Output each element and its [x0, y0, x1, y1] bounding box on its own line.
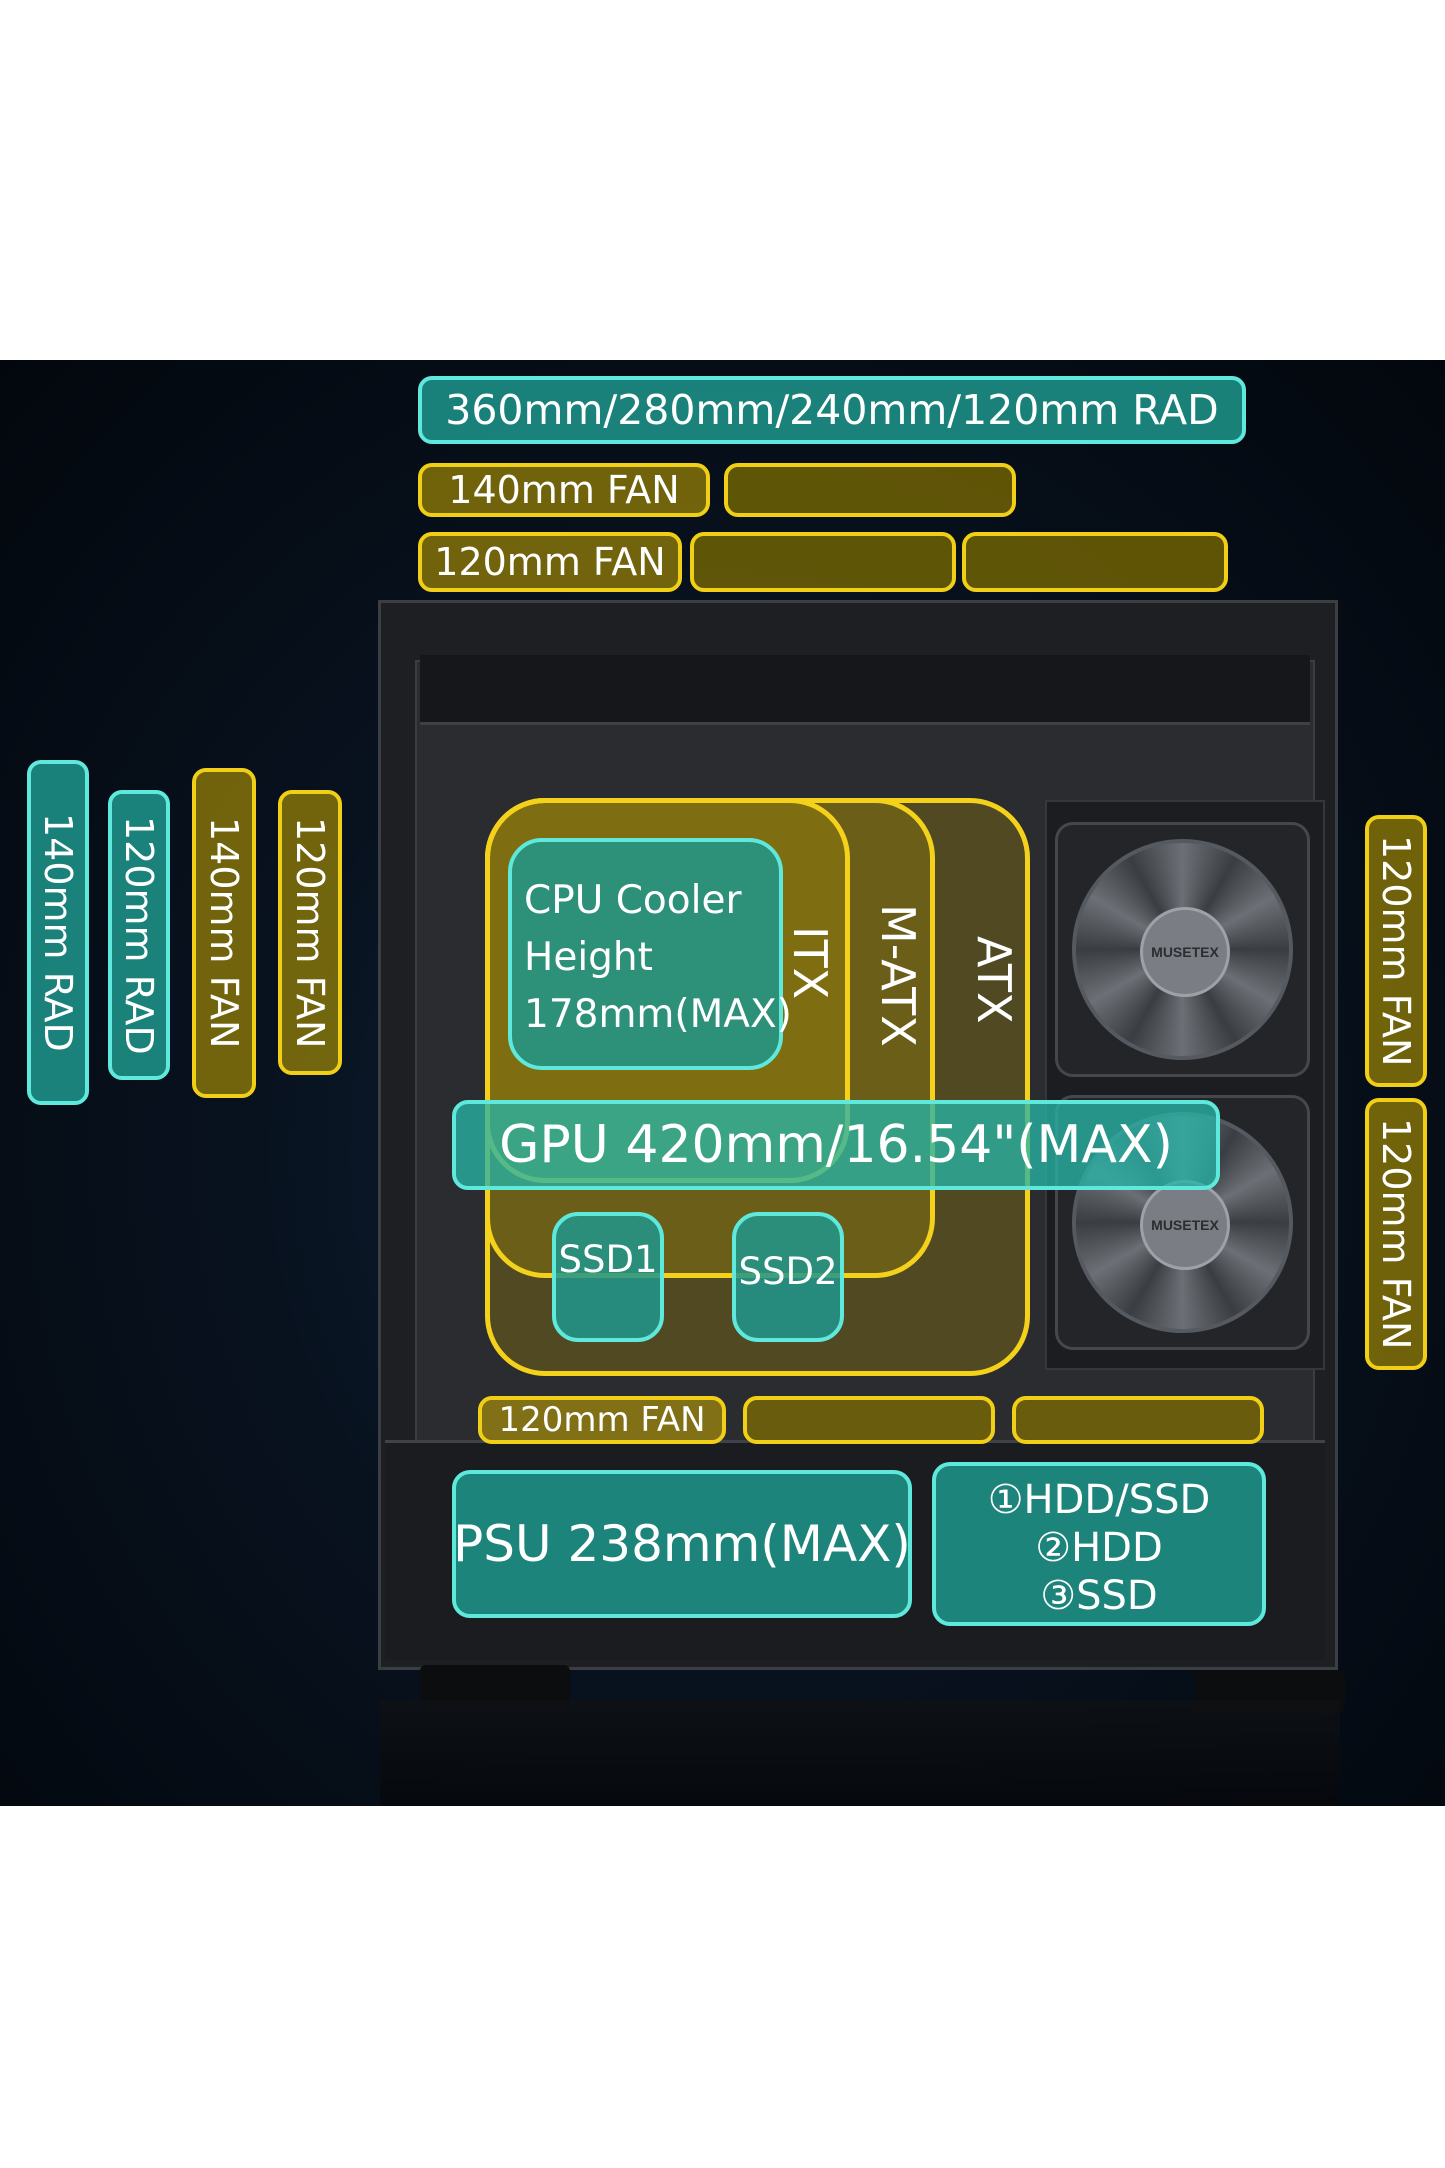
cpu-cooler-line-3: 178mm(MAX)	[524, 992, 792, 1037]
front-120-fan-label-top: 120mm FAN	[1365, 815, 1427, 1087]
cpu-cooler-zone: CPU Cooler Height 178mm(MAX)	[508, 838, 792, 1070]
floor-reflection	[380, 1700, 1340, 1806]
top-140-fan-label: 140mm FAN	[418, 463, 710, 517]
psu-length-label: PSU 238mm(MAX)	[452, 1470, 912, 1618]
top-120-fan-slot-2	[690, 532, 956, 592]
rear-120-fan-label: 120mm FAN	[278, 790, 342, 1075]
drive-bay-text: ①HDD/SSD ②HDD ③SSD	[936, 1476, 1262, 1620]
top-120-fan-label: 120mm FAN	[418, 532, 682, 592]
cpu-cooler-line-1: CPU Cooler	[524, 878, 742, 923]
case-diagram: MUSETEX MUSETEX 360mm/280mm/240mm/120mm …	[0, 360, 1445, 1806]
cpu-cooler-line-2: Height	[524, 935, 653, 980]
rear-120-rad-label: 120mm RAD	[108, 790, 170, 1080]
top-120-fan-slot-3	[962, 532, 1228, 592]
cpu-cooler-text: CPU Cooler Height 178mm(MAX)	[524, 872, 792, 1043]
top-fan-rail	[420, 655, 1310, 725]
fan-brand-logo: MUSETEX	[1140, 1180, 1230, 1270]
bottom-120-fan-label: 120mm FAN	[478, 1396, 726, 1444]
atx-label: ATX	[967, 936, 1021, 1024]
gpu-length-label: GPU 420mm/16.54"(MAX)	[452, 1100, 1220, 1190]
bottom-120-fan-slot-2	[743, 1396, 995, 1444]
drive-bay-line-1: ①HDD/SSD	[987, 1477, 1211, 1523]
bottom-120-fan-slot-3	[1012, 1396, 1264, 1444]
drive-bay-line-2: ②HDD	[1035, 1525, 1163, 1571]
matx-label: M-ATX	[871, 903, 925, 1047]
front-fan-top: MUSETEX	[1055, 822, 1310, 1077]
fan-brand-logo: MUSETEX	[1140, 907, 1230, 997]
drive-bay-zone: ①HDD/SSD ②HDD ③SSD	[932, 1462, 1266, 1626]
top-140-fan-slot	[724, 463, 1016, 517]
front-120-fan-label-bottom: 120mm FAN	[1365, 1098, 1427, 1370]
rear-140-fan-label: 140mm FAN	[192, 768, 256, 1098]
itx-label: ITX	[783, 925, 837, 1000]
top-rad-label: 360mm/280mm/240mm/120mm RAD	[418, 376, 1246, 444]
ssd1-mount: SSD1	[552, 1212, 664, 1342]
rear-140-rad-label: 140mm RAD	[27, 760, 89, 1105]
drive-bay-line-3: ③SSD	[1040, 1573, 1158, 1619]
ssd2-mount: SSD2	[732, 1212, 844, 1342]
